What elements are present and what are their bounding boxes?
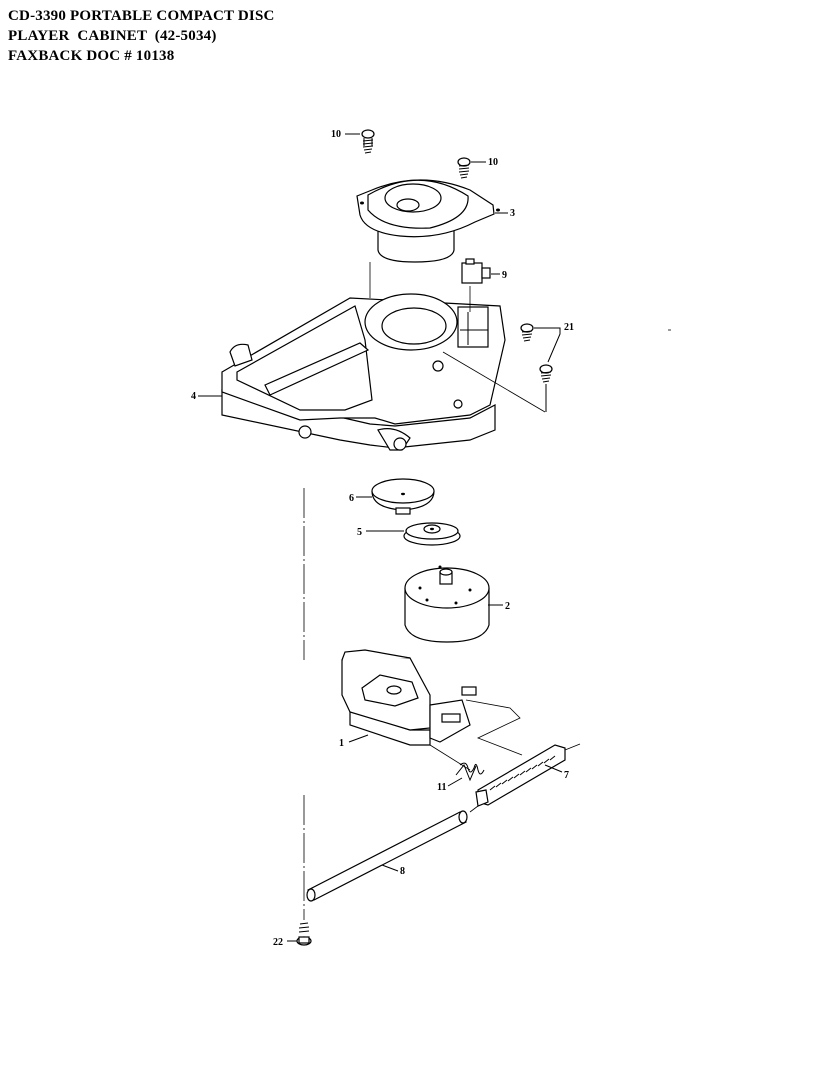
- callout-3: 3: [510, 208, 515, 219]
- callout-22: 22: [273, 937, 283, 948]
- rack-gear-part-7: [475, 743, 581, 807]
- screw-10-right: [457, 157, 486, 179]
- callout-8: 8: [400, 866, 405, 877]
- screw-10-left: [345, 129, 375, 154]
- header-subtitle-line: PLAYER CABINET (42-5034): [8, 28, 217, 44]
- switch-part-9: [461, 258, 500, 284]
- document-header: CD-3390 PORTABLE COMPACT DISC PLAYER CAB…: [8, 6, 275, 66]
- callout-9: 9: [502, 270, 507, 281]
- callout-10-left: 10: [331, 129, 341, 140]
- header-title-line: CD-3390 PORTABLE COMPACT DISC: [8, 8, 275, 24]
- optical-pickup-part-1: [341, 649, 523, 771]
- spindle-motor-part-3: [356, 179, 508, 263]
- callout-21: 21: [564, 322, 574, 333]
- sled-motor-part-2: [404, 565, 503, 643]
- guide-shaft-part-8: [306, 805, 479, 902]
- callout-5: 5: [357, 527, 362, 538]
- gear-disc-part-6: [356, 478, 435, 515]
- callout-11: 11: [437, 782, 446, 793]
- callout-2: 2: [505, 601, 510, 612]
- screw-21-upper: [520, 323, 534, 342]
- header-doc-number: FAXBACK DOC # 10138: [8, 48, 175, 64]
- callout-7: 7: [564, 770, 569, 781]
- screw-21-lower: [539, 364, 553, 383]
- callout-4: 4: [191, 391, 196, 402]
- callout-1: 1: [339, 738, 344, 749]
- callout-10-right: 10: [488, 157, 498, 168]
- chassis-cabinet-part-4: [198, 262, 546, 451]
- screw-22: [287, 922, 312, 946]
- spring-part-11: [447, 762, 485, 787]
- callout-6: 6: [349, 493, 354, 504]
- pinion-gear-part-5: [366, 522, 461, 546]
